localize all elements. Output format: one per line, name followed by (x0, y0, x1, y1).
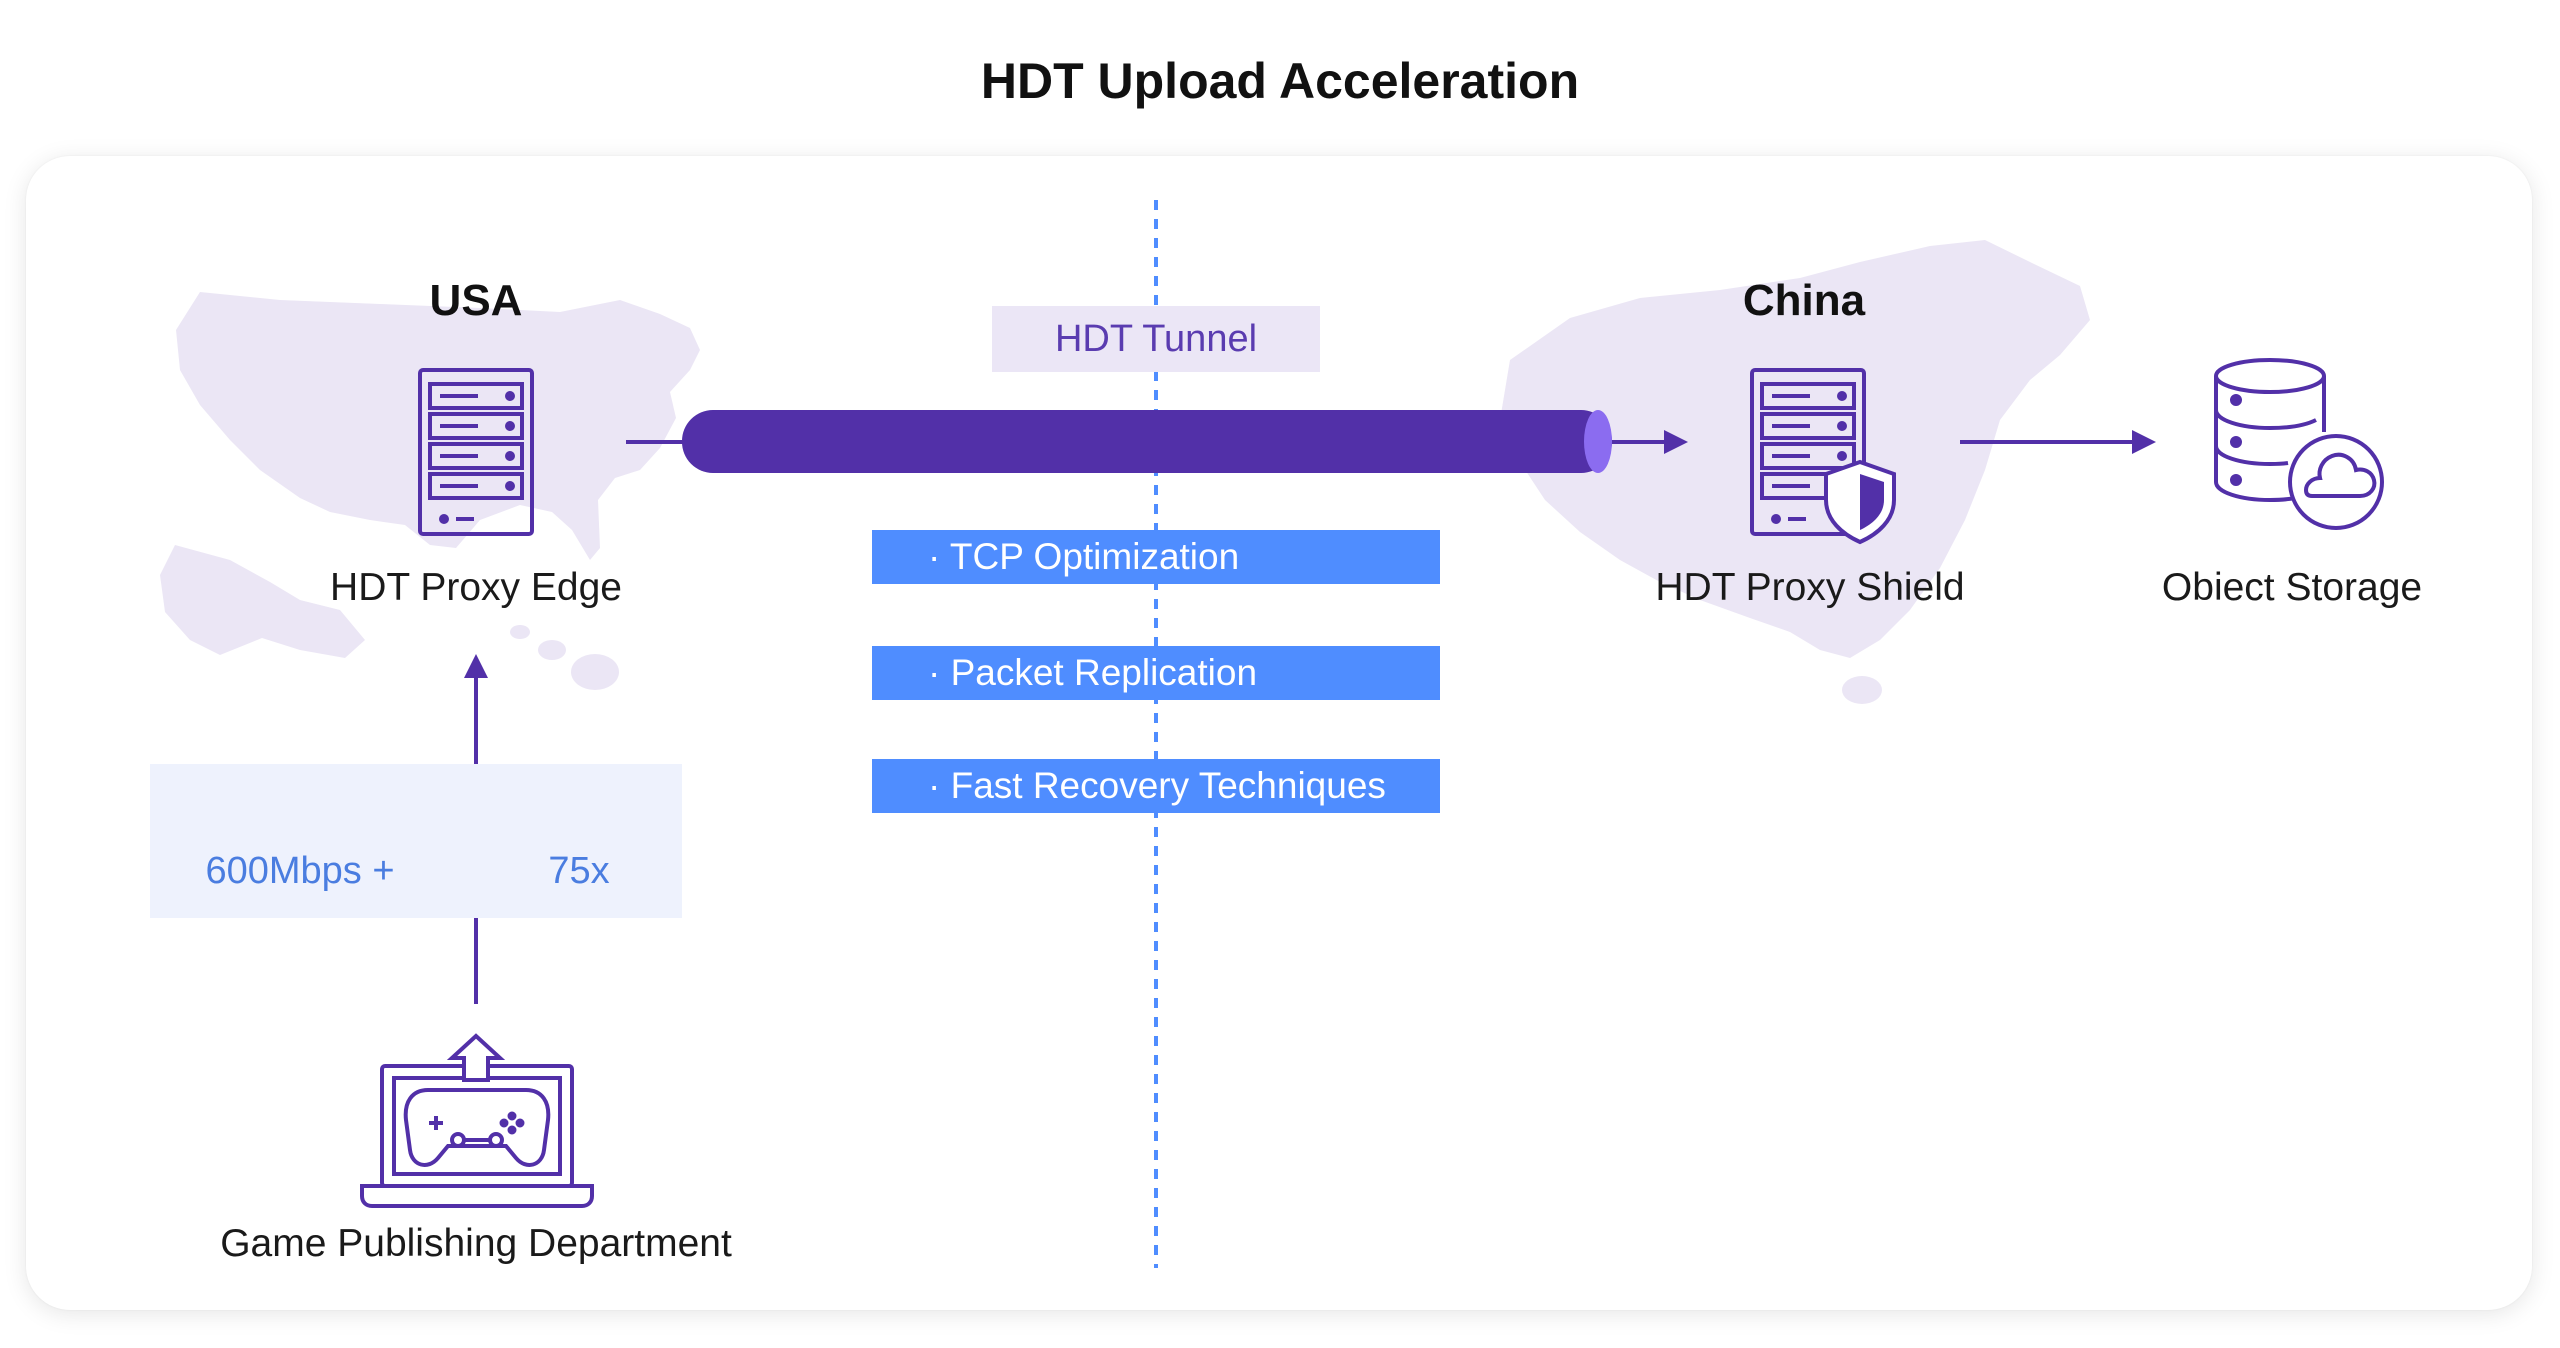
hdt-tunnel-pipe (682, 410, 1612, 473)
technique-packet-replication: · Packet Replication (872, 646, 1440, 700)
object-storage-label: Obiect Storage (2161, 566, 2423, 609)
technique-fast-recovery: · Fast Recovery Techniques (872, 759, 1440, 813)
tunnel-label: HDT Tunnel (992, 306, 1320, 372)
stats-panel (150, 764, 682, 918)
page-title: HDT Upload Acceleration (980, 53, 1580, 109)
shielded-server-icon (1750, 368, 1896, 545)
region-label-usa: USA (429, 276, 523, 325)
shield-to-storage-arrow (1960, 430, 2156, 454)
technique-tcp-optimization: · TCP Optimization (872, 530, 1440, 584)
laptop-gamepad-icon (360, 1033, 594, 1208)
database-cloud-icon (2214, 358, 2384, 530)
server-icon (418, 368, 534, 536)
speed-stat: 600Mbps + (205, 850, 395, 892)
multiplier-stat: 75x (548, 850, 610, 892)
region-label-china: China (1742, 276, 1866, 325)
tunnel-to-shield-arrow (1612, 430, 1688, 454)
china-map-silhouette (1500, 240, 2090, 704)
usa-map-silhouette (160, 292, 700, 690)
publisher-label: Game Publishing Department (220, 1222, 732, 1265)
proxy-shield-label: HDT Proxy Shield (1655, 566, 1965, 609)
proxy-edge-label: HDT Proxy Edge (330, 566, 622, 609)
